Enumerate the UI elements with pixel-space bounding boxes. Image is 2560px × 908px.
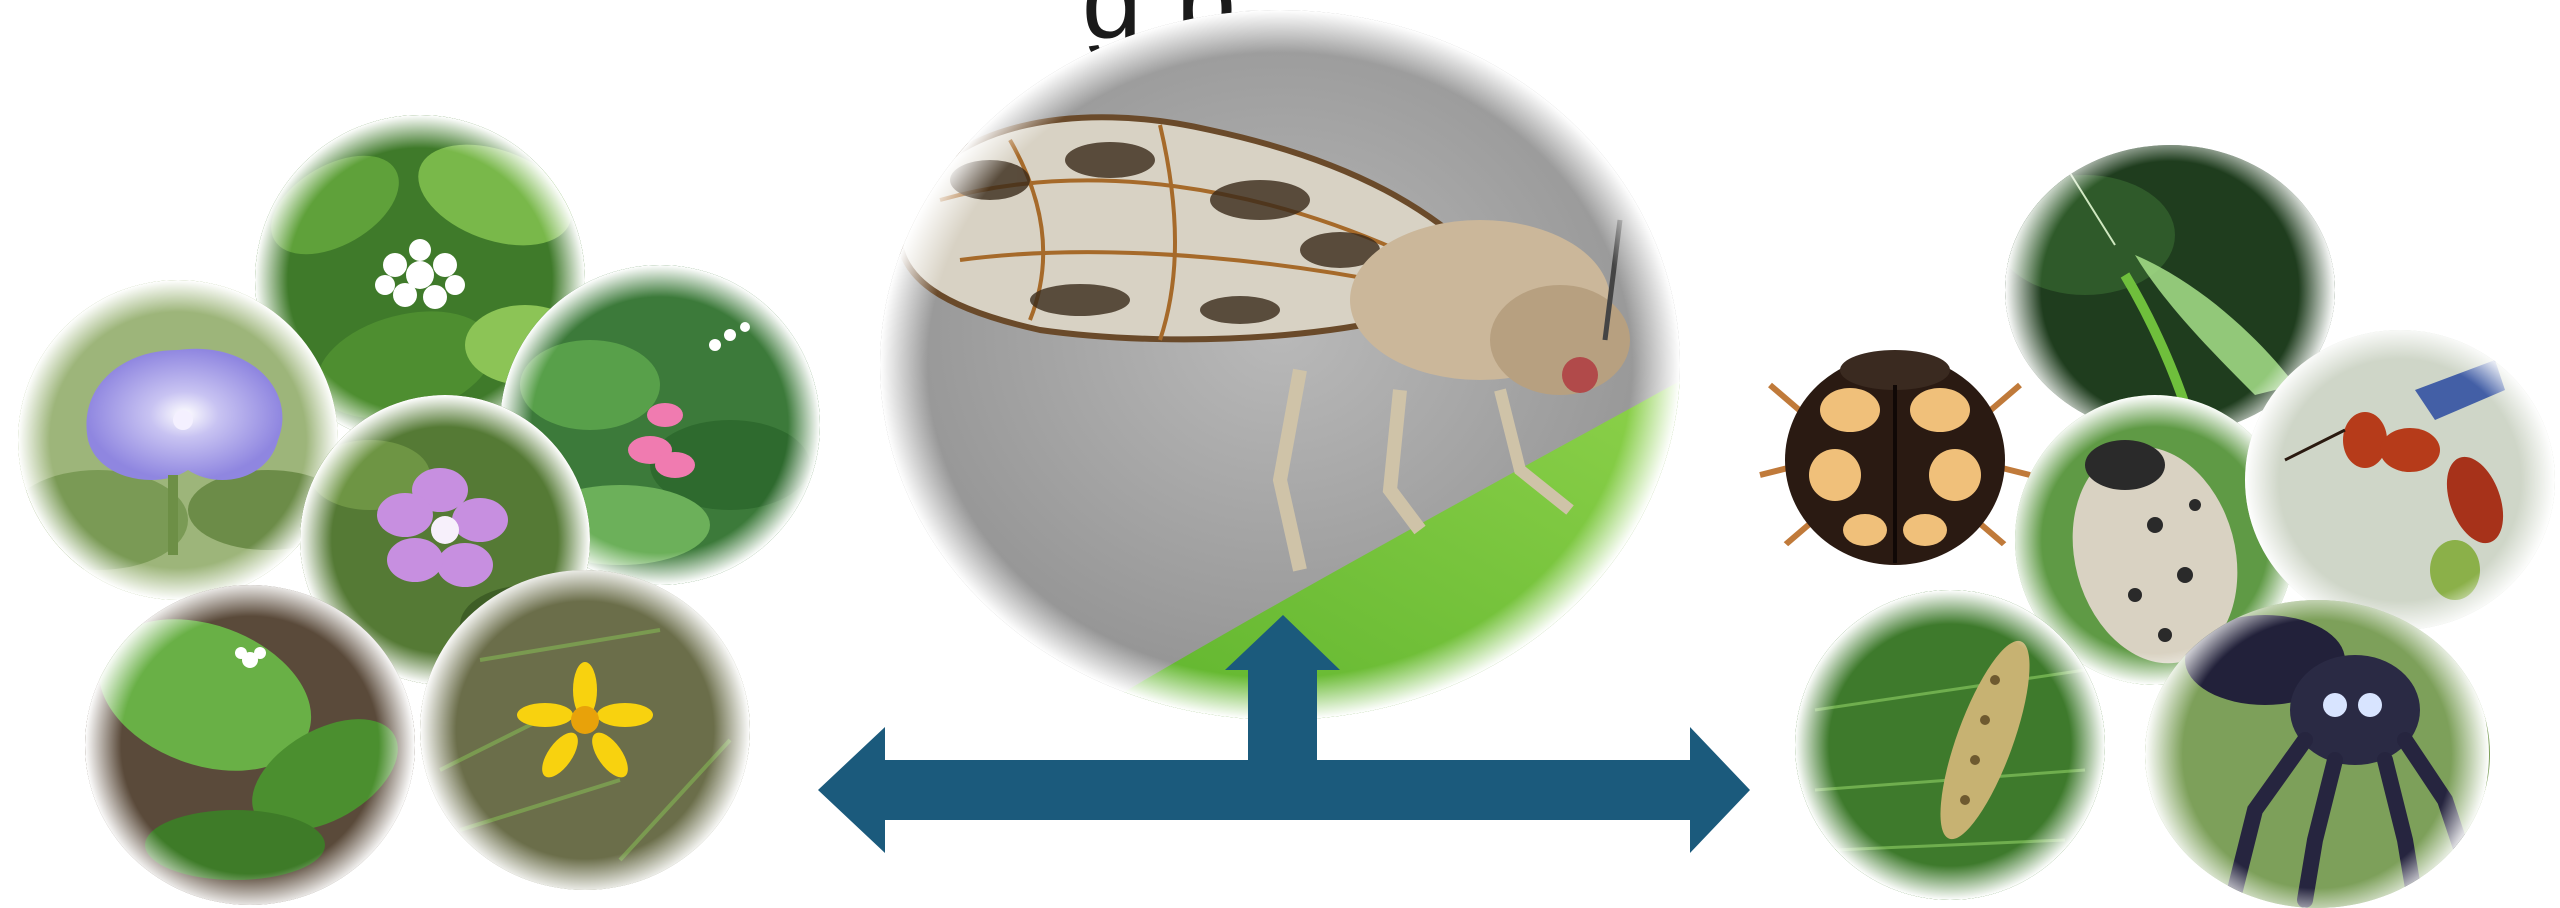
enemy-photo-jumping-spider <box>2145 600 2490 908</box>
enemy-photo-red-wasp <box>2245 330 2555 630</box>
enemy-photo-ladybird <box>1745 325 2045 585</box>
arrow-shape <box>818 615 1750 853</box>
enemy-photo-lacewing-larva <box>1795 590 2105 900</box>
